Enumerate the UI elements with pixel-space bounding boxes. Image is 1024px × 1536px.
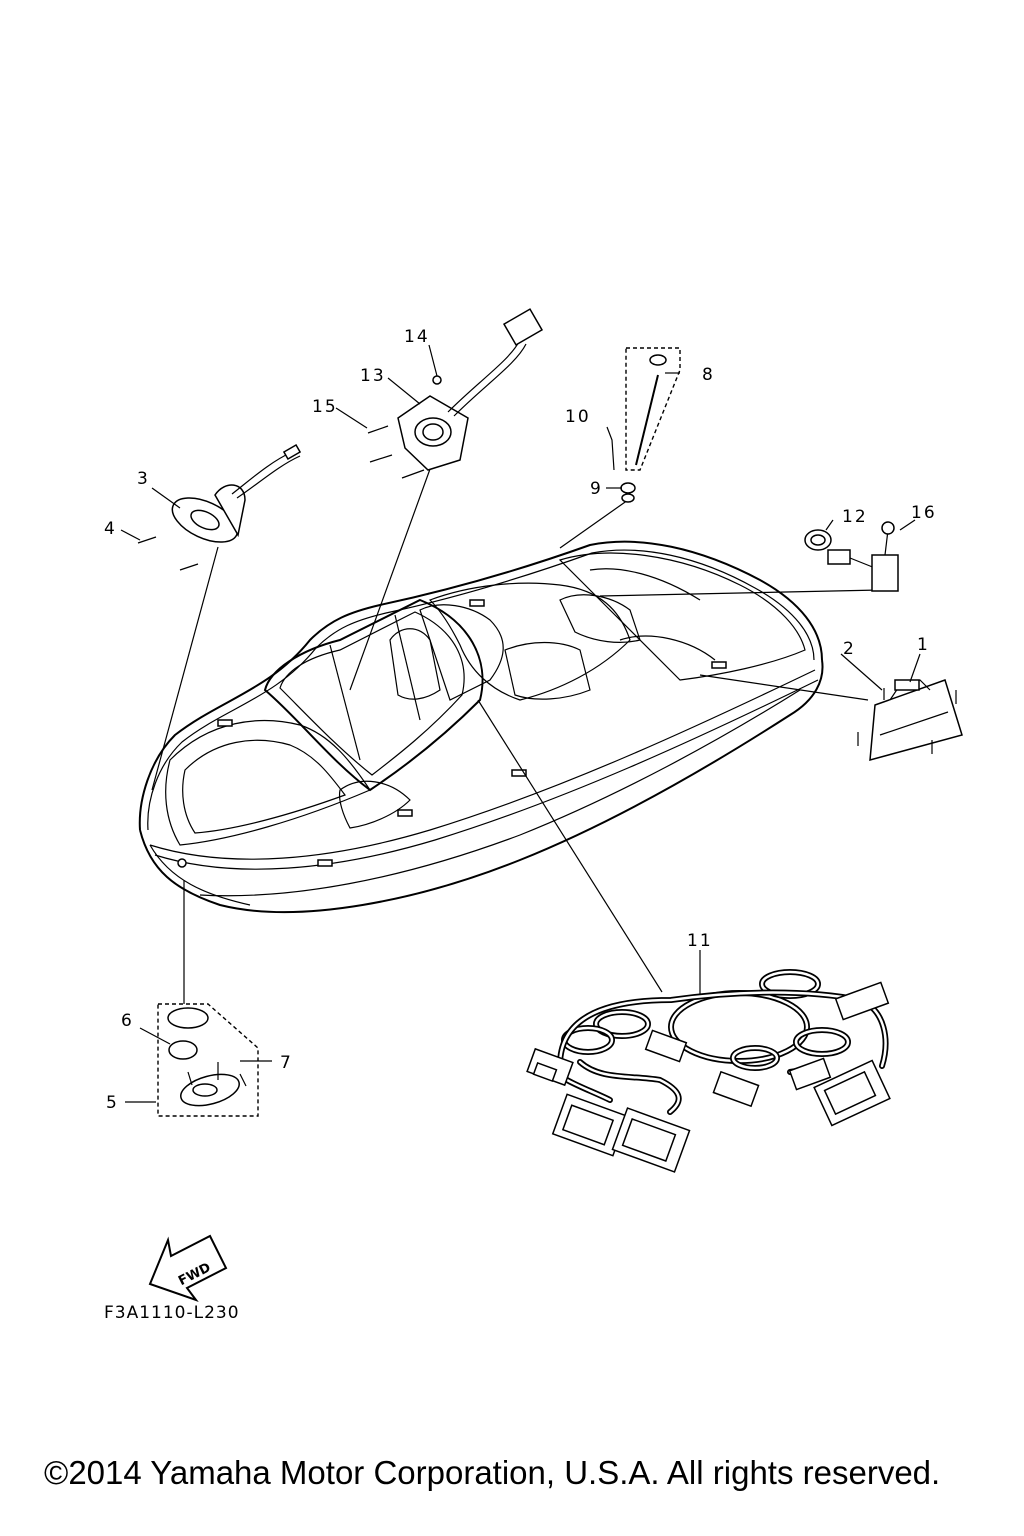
callout-14: 14 [404,327,430,347]
gauge-rod-assembly [606,347,681,503]
callout-1: 1 [917,635,930,655]
callout-labels: 14 13 15 10 8 9 3 4 12 16 2 1 11 6 7 5 [104,327,937,1113]
bracket-assembly [857,679,963,762]
callout-2: 2 [843,639,856,659]
wire-harness [526,969,891,1173]
diagram-reference-code: F3A1110-L230 [104,1303,240,1323]
callout-8: 8 [702,365,715,385]
copyright-notice: ©2014 Yamaha Motor Corporation, U.S.A. A… [44,1454,940,1491]
callout-13: 13 [360,366,386,386]
callout-15: 15 [312,397,338,417]
callout-7: 7 [280,1053,293,1073]
callout-5: 5 [106,1093,119,1113]
callout-12: 12 [842,507,868,527]
callout-11: 11 [687,931,713,951]
callout-6: 6 [121,1011,134,1031]
callout-16: 16 [911,503,937,523]
callout-9: 9 [590,479,603,499]
callout-4: 4 [104,519,117,539]
callout-10: 10 [565,407,591,427]
callout-3: 3 [137,469,150,489]
speaker-assembly [137,444,302,571]
cover-plate-assembly [367,308,544,479]
leader-lines [151,446,881,1004]
boat-hull [138,540,824,913]
fwd-arrow-icon: FWD [148,1234,228,1303]
sensor-assembly [804,521,899,592]
bow-light-assembly [157,1003,259,1117]
